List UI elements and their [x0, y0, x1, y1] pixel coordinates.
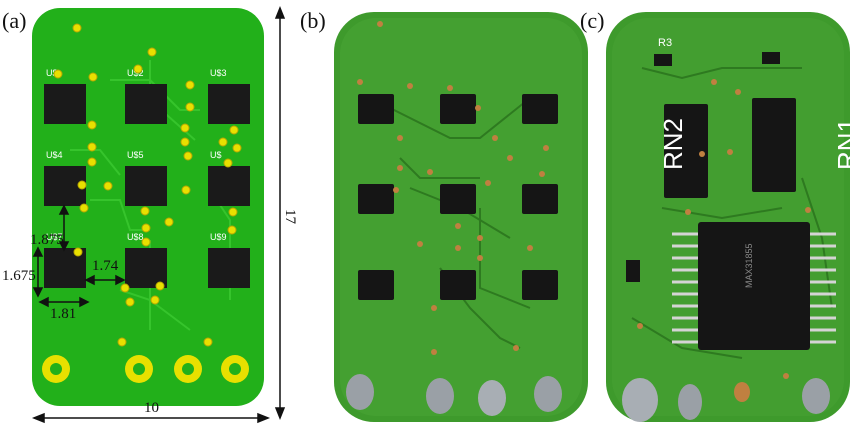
pad-label: U$3 — [210, 68, 227, 78]
pad-u3 — [208, 84, 250, 124]
photo-components-c — [626, 52, 810, 350]
label-r3: R3 — [658, 37, 672, 49]
photo-pcb-front — [334, 12, 588, 422]
ic-marking: MAX31855 — [744, 243, 754, 288]
pad-label: U$5 — [127, 150, 144, 160]
label-rn2: RN2 — [658, 118, 688, 170]
ic-chip — [698, 222, 810, 350]
pcb-layout-drawing: U$ U$2 U$3 U$4 U$5 U$ U$7 U$8 U$9 — [31, 5, 286, 424]
pad-u2 — [125, 84, 167, 124]
pad-u8 — [125, 248, 167, 288]
ic-pads — [44, 84, 250, 288]
dim-pad-gap-h-label: 1.74 — [92, 258, 119, 274]
panel-a-label: (a) — [2, 8, 27, 33]
pad-u6 — [208, 166, 250, 206]
pad-u5 — [125, 166, 167, 206]
silkscreen-labels: R3 RN2 RN1 — [658, 37, 854, 170]
vias — [53, 23, 242, 347]
pad-label: U$ — [46, 68, 58, 78]
photo-pcb-back: R3 RN2 RN1 MAX31855 — [606, 12, 854, 422]
dimension-arrows — [31, 5, 286, 424]
pcb-board-outline — [32, 8, 264, 406]
pad-label: U$4 — [46, 150, 63, 160]
ic-pins — [672, 232, 836, 344]
photo-traces-c — [631, 67, 833, 359]
dim-pad-gap-v-label: 1.875 — [30, 232, 64, 248]
photo-solder-joints-b — [346, 374, 562, 416]
pad-label: U$7 — [46, 232, 63, 242]
pad-labels: U$ U$2 U$3 U$4 U$5 U$ U$7 U$8 U$9 — [46, 68, 227, 242]
label-rn1: RN1 — [832, 118, 854, 170]
pad-u1 — [44, 84, 86, 124]
pad-label: U$8 — [127, 232, 144, 242]
panel-c-label: (c) — [580, 8, 605, 33]
resistor-network-rn2 — [664, 104, 708, 198]
dim-pad-size-label: 1.675 — [2, 268, 36, 284]
resistor-network-rn1 — [752, 98, 796, 192]
panel-b-label: (b) — [300, 8, 326, 33]
photo-components-b — [358, 94, 558, 300]
header-pins — [42, 355, 249, 383]
photo-solder-joints-c — [622, 378, 830, 422]
photo-vias-c — [637, 79, 811, 379]
dim-pad-width-label: 1.81 — [50, 306, 77, 322]
pad-label: U$9 — [210, 232, 227, 242]
dim-width-label: 10 — [144, 400, 159, 416]
pad-label: U$2 — [127, 68, 144, 78]
pad-u9 — [208, 248, 250, 288]
pad-label: U$ — [210, 150, 222, 160]
photo-vias-b — [357, 21, 549, 355]
dim-height-label: 17 — [282, 209, 298, 224]
